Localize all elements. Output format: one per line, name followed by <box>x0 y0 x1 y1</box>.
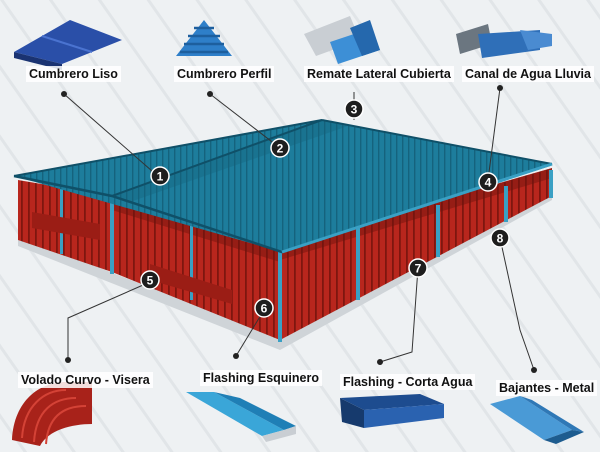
thumb-cumbrero-liso <box>14 20 122 70</box>
marker-8: 8 <box>490 228 510 248</box>
canopy-visor-2 <box>150 264 232 304</box>
marker-4-number: 4 <box>485 176 492 190</box>
marker-2-number: 2 <box>277 142 284 156</box>
label-bajantes: Bajantes - Metal <box>496 380 598 396</box>
wall-front <box>112 196 280 340</box>
marker-6: 6 <box>254 298 274 318</box>
marker-2: 2 <box>270 138 290 158</box>
thumb-flashing-corta-agua <box>340 394 444 428</box>
thumb-bajantes <box>490 396 584 444</box>
marker-1: 1 <box>150 166 170 186</box>
roof-front-slope <box>14 120 552 252</box>
leader-lines <box>63 87 535 371</box>
marker-4: 4 <box>478 172 498 192</box>
roof-ridge-shade <box>112 120 348 202</box>
marker-8-number: 8 <box>497 232 504 246</box>
marker-3-number: 3 <box>351 103 358 117</box>
roof-ridge-line-back <box>321 119 553 165</box>
label-flashing-esquinero: Flashing Esquinero <box>200 370 322 386</box>
thumb-volado-curvo <box>12 382 92 446</box>
thumb-canal-agua <box>456 24 552 58</box>
wall-right-shadow <box>280 168 552 260</box>
label-cumbrero-liso: Cumbrero Liso <box>26 66 121 82</box>
thumb-remate-lateral <box>304 16 380 64</box>
label-remate-lateral: Remate Lateral Cubierta <box>304 66 454 82</box>
leader-dots <box>61 85 537 373</box>
gutter <box>281 162 553 254</box>
marker-7: 7 <box>408 258 428 278</box>
label-volado-curvo: Volado Curvo - Visera <box>18 372 153 388</box>
roof-gable-edge <box>13 119 323 177</box>
canopy-visor <box>32 212 100 240</box>
marker-5-number: 5 <box>147 274 154 288</box>
label-flashing-corta-agua: Flashing - Corta Agua <box>340 374 476 390</box>
marker-5: 5 <box>140 270 160 290</box>
marker-6-number: 6 <box>261 302 268 316</box>
thumb-cumbrero-perfil <box>176 20 232 56</box>
marker-1-number: 1 <box>157 170 164 184</box>
building <box>13 119 553 350</box>
marker-3: 3 <box>344 99 364 119</box>
marker-7-number: 7 <box>415 262 422 276</box>
wall-right <box>280 168 552 340</box>
label-canal-agua: Canal de Agua Lluvia <box>462 66 594 82</box>
thumb-flashing-esquinero <box>186 392 296 442</box>
roof-ridge-line <box>111 119 323 197</box>
label-cumbrero-perfil: Cumbrero Perfil <box>174 66 275 82</box>
